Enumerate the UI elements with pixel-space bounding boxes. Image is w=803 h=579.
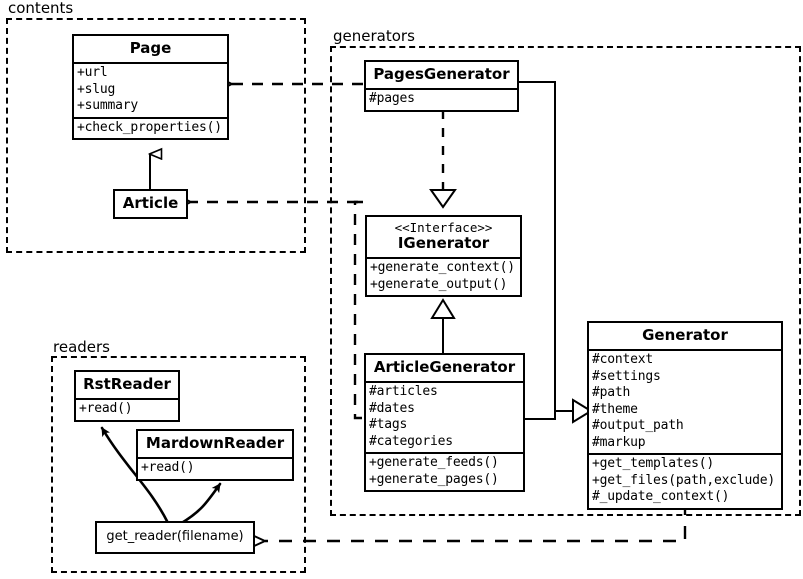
class-generator[interactable]: Generator #context #settings #path #them… [587,321,783,510]
class-markdown-reader-operations: +read() [138,457,292,479]
attribute: #theme [592,401,638,417]
class-igenerator-stereotype: <<Interface>> [394,220,493,235]
class-page-name: Page [129,39,172,57]
connector-pagesgenerator-to-igenerator [429,110,457,209]
attribute: #output_path [592,418,684,433]
class-page[interactable]: Page +url +slug +summary +check_properti… [72,34,229,140]
operation: +get_templates() [592,456,715,471]
attribute: #path [592,385,631,400]
attribute: +slug [77,81,116,97]
class-igenerator-name: IGenerator [397,234,490,252]
operation: +generate_feeds() [369,455,499,470]
operation: +get_files(path,exclude) [592,472,776,488]
operation: +generate_pages() [369,471,499,487]
class-article-name: Article [122,194,179,212]
attribute: #context [592,352,654,367]
class-article-generator-attributes: #articles #dates #tags #categories [366,381,523,452]
class-pages-generator[interactable]: PagesGenerator #pages [364,60,519,112]
package-generators-label: generators [331,28,418,44]
connector-articlegenerator-to-generator [525,398,593,424]
class-rst-reader-operations: +read() [76,398,178,420]
class-rst-reader[interactable]: RstReader +read() [74,370,180,422]
class-article-generator[interactable]: ArticleGenerator #articles #dates #tags … [364,353,525,492]
function-get-reader[interactable]: get_reader(filename) [95,521,255,554]
class-markdown-reader-name: MardownReader [145,434,285,452]
class-markdown-reader[interactable]: MardownReader +read() [136,429,294,481]
class-generator-operations: +get_templates() +get_files(path,exclude… [589,453,781,508]
class-pages-generator-name: PagesGenerator [373,65,510,83]
class-article[interactable]: Article [113,189,188,219]
package-readers [51,356,306,573]
class-generator-attributes: #context #settings #path #theme #output_… [589,349,781,453]
attribute: +summary [77,98,139,113]
operation: +read() [79,401,133,416]
operation: +generate_context() [370,260,515,275]
operation: #_update_context() [592,489,730,504]
package-generators [330,46,801,516]
package-readers-label: readers [51,339,113,355]
attribute: #pages [369,91,415,106]
attribute: #articles [369,384,438,399]
class-article-generator-name: ArticleGenerator [373,358,516,376]
attribute: #markup [592,434,646,450]
attribute: #categories [369,433,453,449]
package-contents-label: contents [6,0,77,16]
package-contents [6,18,306,253]
class-article-generator-operations: +generate_feeds() +generate_pages() [366,452,523,490]
attribute: +url [77,65,108,80]
function-get-reader-label: get_reader(filename) [106,529,244,544]
operation: +read() [141,460,195,475]
class-rst-reader-name: RstReader [83,375,171,393]
operation: +check_properties() [77,119,222,135]
connector-articlegenerator-to-igenerator [430,298,456,353]
attribute: #settings [592,368,661,384]
class-igenerator[interactable]: <<Interface>> IGenerator +generate_conte… [365,215,522,297]
attribute: #dates [369,400,415,416]
class-generator-name: Generator [642,326,728,344]
operation: +generate_output() [370,276,508,292]
class-page-attributes: +url +slug +summary [74,62,227,117]
class-igenerator-operations: +generate_context() +generate_output() [367,257,520,295]
attribute: #tags [369,417,408,432]
class-page-operations: +check_properties() [74,116,227,139]
class-pages-generator-attributes: #pages [366,88,517,110]
